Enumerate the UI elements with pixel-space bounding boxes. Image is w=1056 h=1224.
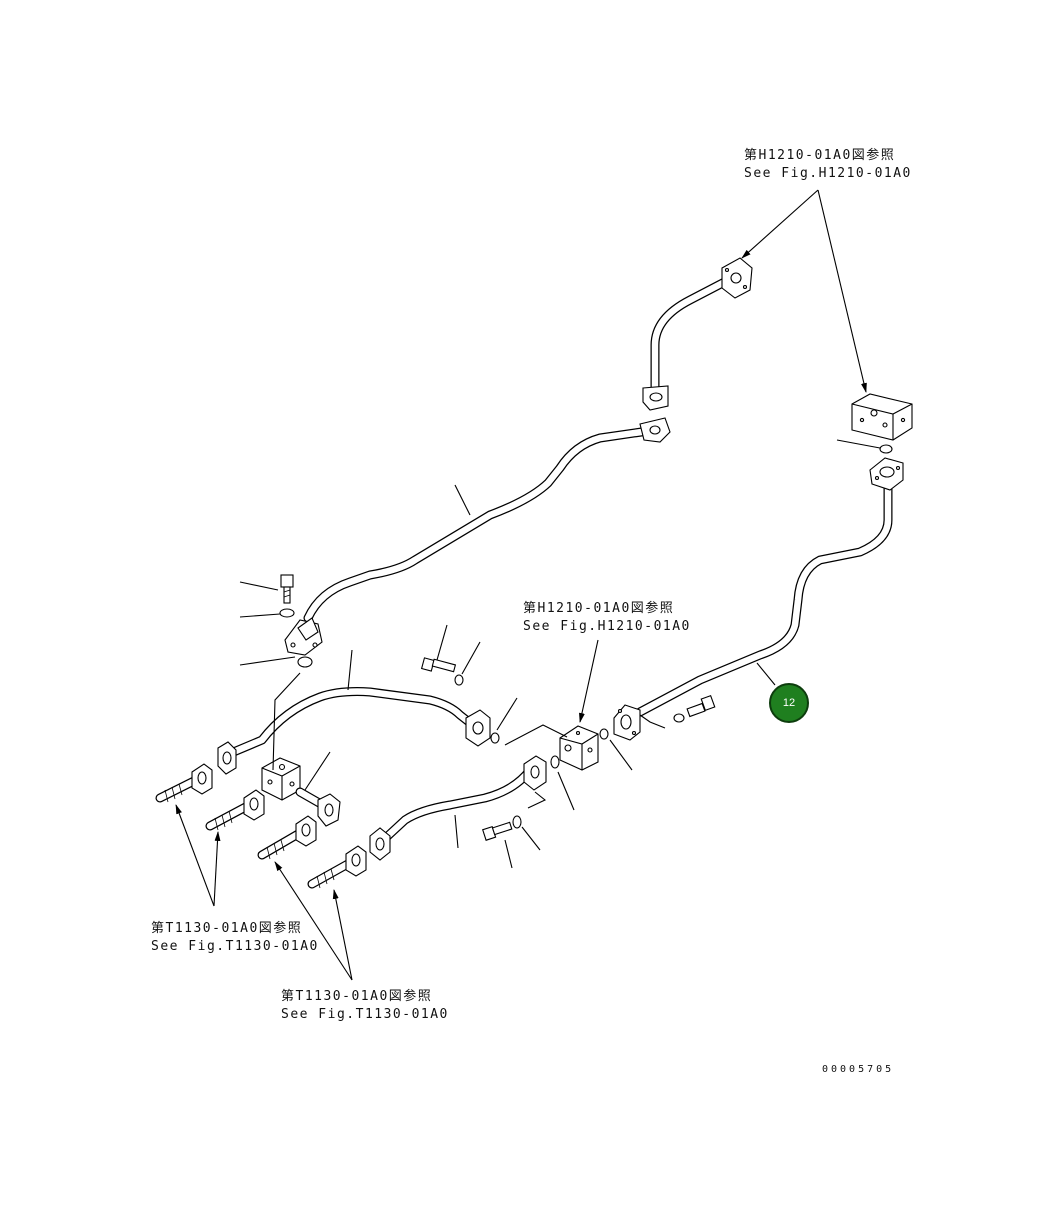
oring-top-right (879, 444, 893, 454)
flange-lower-right (613, 704, 641, 741)
clamp-oring (297, 656, 313, 668)
pipe-12 (635, 475, 893, 717)
hose-3 (257, 815, 317, 860)
flange-top-right (869, 457, 904, 491)
drawing-number: 00005705 (822, 1064, 895, 1075)
reference-arrows (175, 189, 867, 981)
part-callout-12[interactable]: 12 (769, 683, 809, 723)
reference-middle-jp: 第H1210-01A0図参照 (523, 601, 675, 616)
lower-pipe (373, 765, 535, 850)
clamp-washer (279, 608, 295, 618)
reference-label-middle: 第H1210-01A0図参照 See Fig.H1210-01A0 (523, 600, 691, 636)
reference-bottom-en: See Fig.T1130-01A0 (281, 1007, 449, 1022)
middle-left-pipe (219, 687, 479, 761)
bolt-lower (482, 821, 513, 841)
clamp-bolt (280, 574, 294, 604)
washer-right (673, 713, 685, 723)
middle-flange (639, 385, 671, 443)
flange-left-pipe-end (217, 741, 237, 775)
short-pipe-left (295, 787, 341, 827)
valve-block-center (559, 725, 599, 771)
oring-middle (490, 732, 500, 744)
washer-middle (454, 674, 464, 686)
bolt-middle (420, 657, 457, 673)
bolt-right (686, 694, 716, 718)
oring-lower (550, 755, 560, 769)
pipe-clamp (284, 617, 323, 656)
reference-bottom-jp: 第T1130-01A0図参照 (281, 989, 433, 1004)
reference-label-left: 第T1130-01A0図参照 See Fig.T1130-01A0 (151, 920, 319, 956)
oring-center-right (599, 728, 609, 740)
reference-left-en: See Fig.T1130-01A0 (151, 939, 319, 954)
valve-block-top (851, 393, 913, 441)
flange-lower-pipe-end (369, 827, 391, 861)
leader-lines (239, 439, 881, 869)
reference-top-en: See Fig.H1210-01A0 (744, 166, 912, 181)
hose-1 (155, 763, 213, 803)
flange-lower-pipe-top (523, 755, 547, 791)
reference-top-jp: 第H1210-01A0図参照 (744, 148, 896, 163)
reference-label-top: 第H1210-01A0図参照 See Fig.H1210-01A0 (744, 147, 912, 183)
flange-middle (465, 709, 491, 747)
reference-label-bottom: 第T1130-01A0図参照 See Fig.T1130-01A0 (281, 988, 449, 1024)
upper-pipe (303, 270, 743, 623)
hose-2 (205, 789, 265, 831)
hose-4 (307, 845, 367, 889)
junction-block-left (261, 757, 301, 801)
washer-lower (512, 815, 522, 829)
reference-middle-en: See Fig.H1210-01A0 (523, 619, 691, 634)
top-flange (721, 257, 753, 299)
reference-left-jp: 第T1130-01A0図参照 (151, 921, 303, 936)
